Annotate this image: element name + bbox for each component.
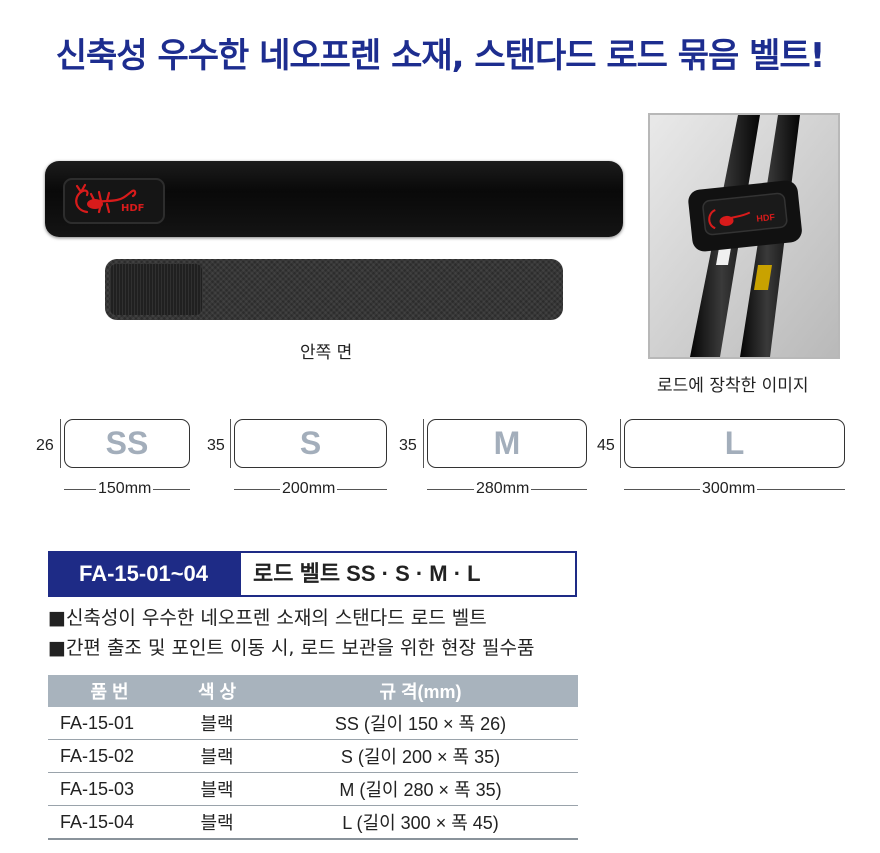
size-s-box: S <box>234 419 387 468</box>
photo-logo-text: HDF <box>756 212 776 224</box>
cell-color: 블랙 <box>171 772 263 806</box>
table-row: FA-15-02 블랙 S (길이 200 × 폭 35) <box>48 739 578 773</box>
cell-model-no: FA-15-03 <box>48 772 171 806</box>
cell-spec: L (길이 300 × 폭 45) <box>263 805 578 840</box>
cell-model-no: FA-15-01 <box>48 707 171 740</box>
size-l-box: L <box>624 419 845 468</box>
logo-text: HDF <box>121 203 145 214</box>
size-l-width: 300mm <box>700 480 758 498</box>
rod-photo-illustration: HDF <box>650 115 838 357</box>
cell-model-no: FA-15-04 <box>48 805 171 840</box>
header-model-no: 품 번 <box>48 675 171 707</box>
model-code: FA-15-01~04 <box>48 551 239 597</box>
size-l-height-line <box>620 419 621 468</box>
size-ss-box: SS <box>64 419 190 468</box>
cell-color: 블랙 <box>171 805 263 840</box>
scorpion-logo-icon <box>75 183 137 214</box>
logo-patch <box>63 178 165 224</box>
cell-spec: M (길이 280 × 폭 35) <box>263 772 578 806</box>
inner-side-caption: 안쪽 면 <box>300 343 353 363</box>
cell-color: 블랙 <box>171 739 263 773</box>
square-bullet-icon: ■ <box>48 637 66 659</box>
feature-text: 신축성이 우수한 네오프렌 소재의 스탠다드 로드 벨트 <box>65 607 487 629</box>
table-row: FA-15-01 블랙 SS (길이 150 × 폭 26) <box>48 707 578 740</box>
table-row: FA-15-04 블랙 L (길이 300 × 폭 45) <box>48 805 578 840</box>
size-ss-height-line <box>60 419 61 468</box>
cell-model-no: FA-15-02 <box>48 739 171 773</box>
cell-color: 블랙 <box>171 707 263 740</box>
cell-spec: S (길이 200 × 폭 35) <box>263 739 578 773</box>
cell-spec: SS (길이 150 × 폭 26) <box>263 707 578 740</box>
size-s-height-line <box>230 419 231 468</box>
mounted-photo: HDF <box>648 113 840 359</box>
feature-text: 간편 출조 및 포인트 이동 시, 로드 보관을 위한 현장 필수품 <box>65 637 535 659</box>
size-s-width: 200mm <box>280 480 338 498</box>
square-bullet-icon: ■ <box>48 607 66 629</box>
header-color: 색 상 <box>171 675 263 707</box>
table-row: FA-15-03 블랙 M (길이 280 × 폭 35) <box>48 772 578 806</box>
size-m-box: M <box>427 419 587 468</box>
feature-bullet: ■신축성이 우수한 네오프렌 소재의 스탠다드 로드 벨트 <box>48 603 487 630</box>
size-m-width: 280mm <box>474 480 532 498</box>
spec-table: 품 번 색 상 규 격(mm) FA-15-01 블랙 SS (길이 150 ×… <box>48 675 578 840</box>
feature-bullet: ■간편 출조 및 포인트 이동 시, 로드 보관을 위한 현장 필수품 <box>48 633 534 660</box>
model-title: 로드 벨트 SS · S · M · L <box>239 551 577 597</box>
size-m-height: 35 <box>399 437 417 454</box>
size-ss-width: 150mm <box>96 480 154 498</box>
velcro-patch <box>110 264 202 315</box>
size-m-height-line <box>423 419 424 468</box>
page-headline: 신축성 우수한 네오프렌 소재, 스탠다드 로드 묶음 벨트! <box>55 36 825 76</box>
size-l-height: 45 <box>597 437 615 454</box>
photo-caption: 로드에 장착한 이미지 <box>657 376 809 396</box>
size-ss-height: 26 <box>36 437 54 454</box>
header-spec: 규 격(mm) <box>263 675 578 707</box>
table-header-row: 품 번 색 상 규 격(mm) <box>48 675 578 707</box>
size-s-height: 35 <box>207 437 225 454</box>
